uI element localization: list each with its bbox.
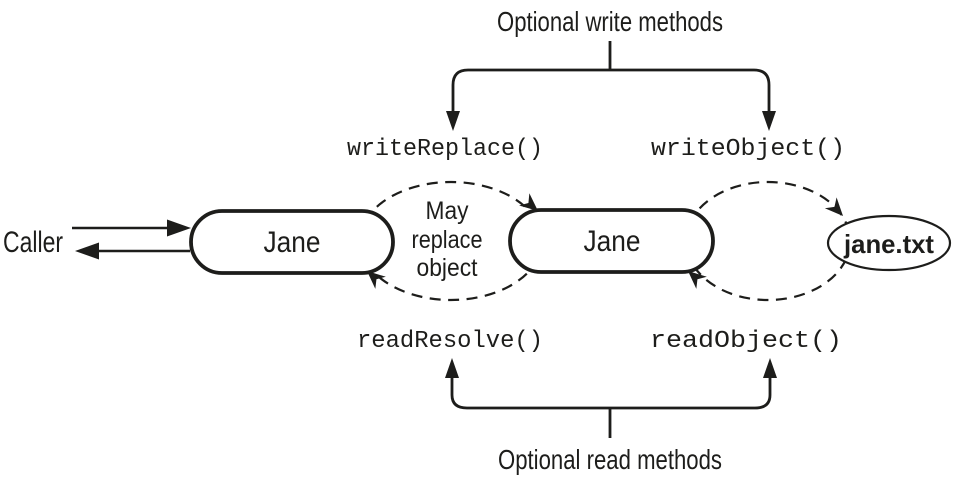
replacement-object-label: Jane bbox=[584, 225, 641, 258]
read-bracket bbox=[450, 377, 772, 410]
read-resolve-method-label: readResolve() bbox=[357, 328, 543, 355]
replace-cycle-bottom-arrow-icon bbox=[367, 271, 386, 289]
write-object-method-label: writeObject() bbox=[651, 136, 845, 163]
write-cycle-bottom-arrow-icon bbox=[688, 271, 707, 289]
caller-return-arrow-icon bbox=[75, 242, 99, 260]
write-replace-method-label: writeReplace() bbox=[347, 136, 543, 163]
replace-note-line2: replace bbox=[412, 226, 483, 254]
read-object-arrow-icon bbox=[763, 358, 777, 378]
read-object-method-label: readObject() bbox=[650, 328, 842, 355]
title-optional-read-methods: Optional read methods bbox=[498, 444, 722, 475]
replacement-object-box bbox=[508, 208, 715, 274]
original-object-box bbox=[189, 209, 395, 275]
file-label: jane.txt bbox=[843, 229, 934, 259]
caller-label: Caller bbox=[3, 226, 63, 259]
title-optional-write-methods: Optional write methods bbox=[497, 6, 723, 37]
read-resolve-arrow-icon bbox=[445, 358, 459, 378]
replace-note-line3: object bbox=[417, 254, 478, 282]
original-object-label: Jane bbox=[264, 226, 321, 259]
file-ellipse bbox=[826, 214, 952, 272]
replace-cycle-top-arrow-icon bbox=[519, 193, 538, 211]
write-object-arrow-icon bbox=[762, 111, 776, 131]
replace-note-line1: May bbox=[426, 197, 469, 225]
write-bracket bbox=[451, 68, 771, 114]
write-cycle-top-arrow-icon bbox=[824, 197, 843, 216]
write-replace-arrow-icon bbox=[446, 111, 460, 131]
caller-call-arrow-icon bbox=[167, 219, 191, 237]
